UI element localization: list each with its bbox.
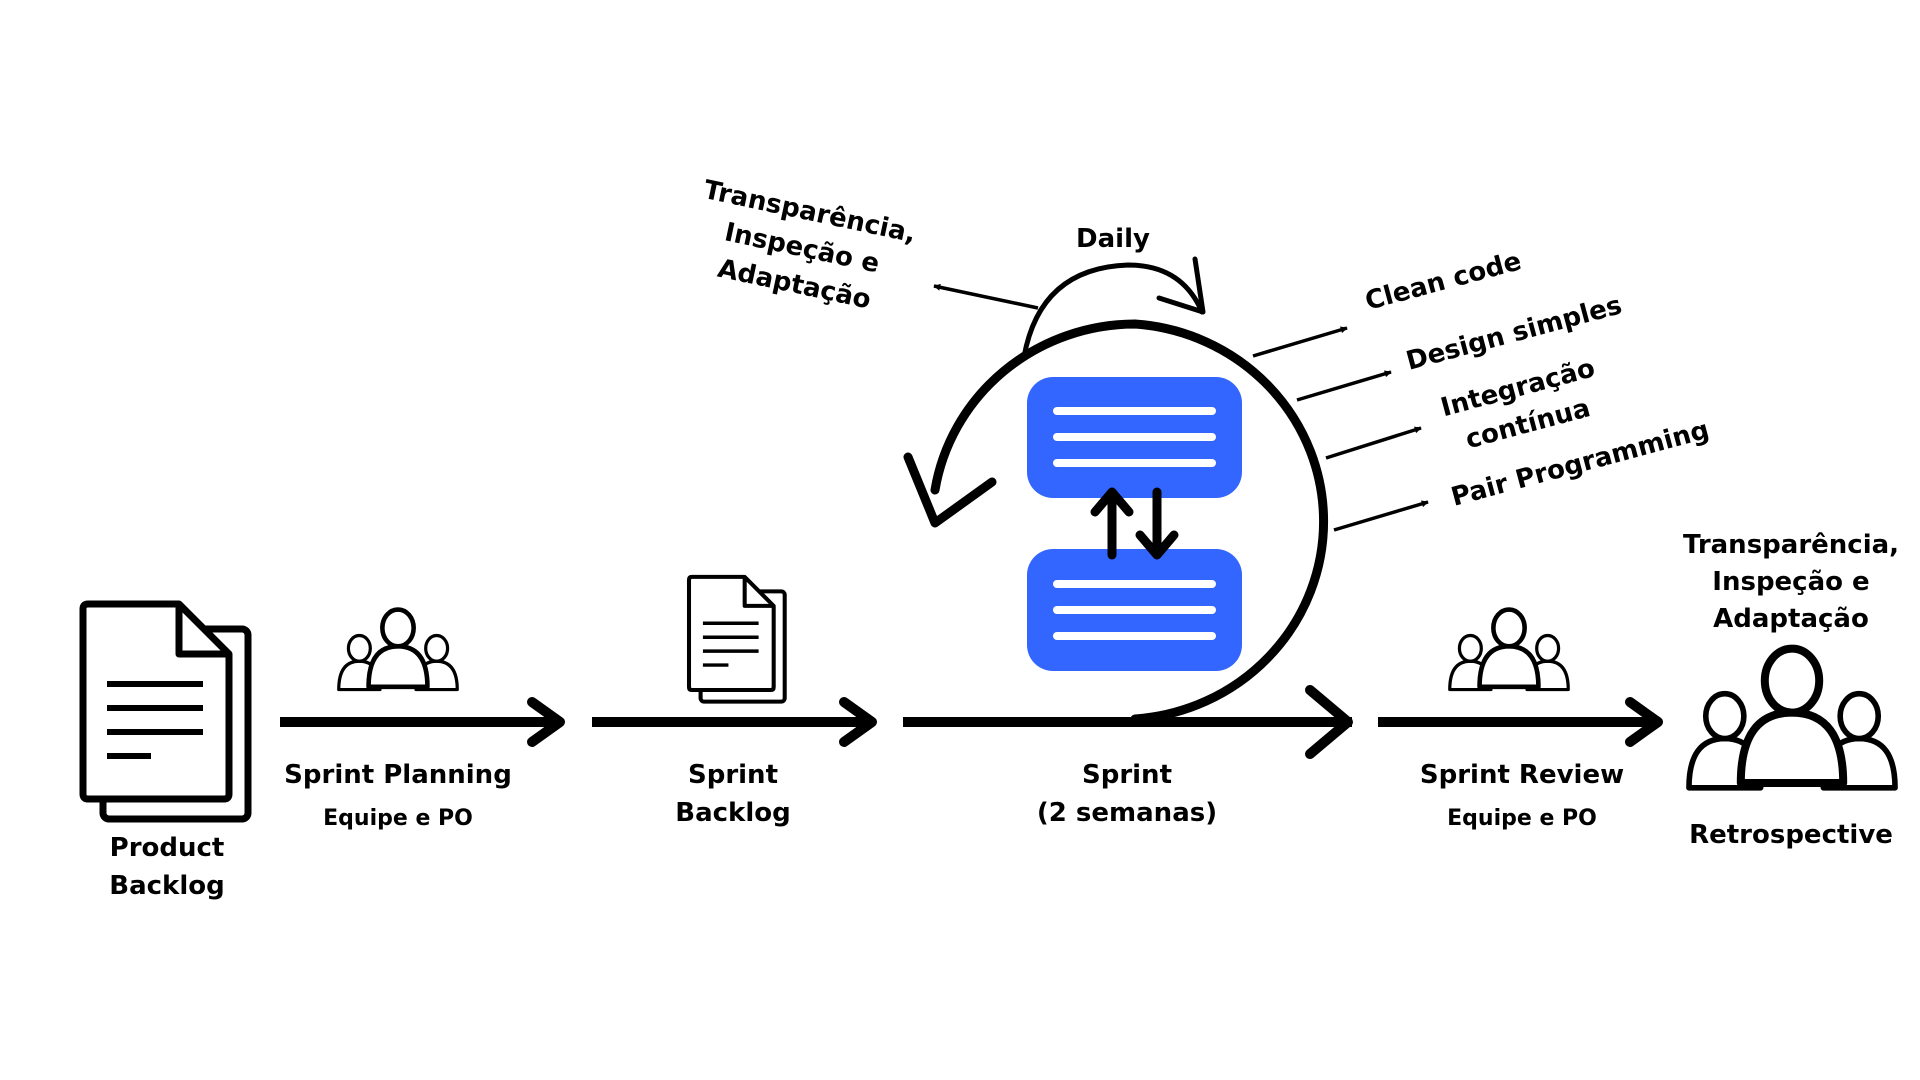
sprint-planning-node: Sprint Planning Equipe e PO xyxy=(284,610,512,831)
flow-arrow-4 xyxy=(1378,697,1663,747)
sprint-card-bottom xyxy=(1027,549,1242,671)
sprint-label-line2: (2 semanas) xyxy=(1037,798,1217,828)
sprint-review-title: Sprint Review xyxy=(1420,760,1624,790)
flow-arrow-2 xyxy=(592,697,877,747)
product-backlog-node: Product Backlog xyxy=(79,600,252,901)
swap-arrows-icon xyxy=(1090,487,1179,560)
sprint-backlog-node: Sprint Backlog xyxy=(675,574,791,828)
team-icon xyxy=(1448,610,1570,692)
team-icon xyxy=(337,610,459,692)
sprint-backlog-label-line2: Backlog xyxy=(675,798,790,828)
sprint-review-subtitle: Equipe e PO xyxy=(1447,806,1597,831)
document-stack-icon xyxy=(79,600,252,823)
sprint-label-line1: Sprint xyxy=(1082,760,1172,790)
sprint-review-node: Sprint Review Equipe e PO xyxy=(1420,610,1624,831)
daily-values-callout: Transparência, Inspeção e Adaptação xyxy=(701,175,1039,315)
retrospective-values-line3: Adaptação xyxy=(1713,604,1869,634)
sprint-planning-title: Sprint Planning xyxy=(284,760,512,790)
retrospective-node: Transparência, Inspeção e Adaptação Retr… xyxy=(1683,530,1899,850)
flow-arrow-3 xyxy=(903,685,1353,759)
practice-clean-code: Clean code xyxy=(1362,246,1525,316)
product-backlog-label-line1: Product xyxy=(110,833,225,863)
flow-arrow-1 xyxy=(280,697,565,747)
retrospective-values-line2: Inspeção e xyxy=(1712,567,1869,597)
sprint-planning-subtitle: Equipe e PO xyxy=(323,806,473,831)
daily-label: Daily xyxy=(1076,224,1150,254)
document-stack-icon xyxy=(686,574,787,704)
sprint-cycle-icon xyxy=(903,256,1329,724)
sprint-backlog-label-line1: Sprint xyxy=(688,760,778,790)
retrospective-title: Retrospective xyxy=(1689,820,1893,850)
retrospective-values-line1: Transparência, xyxy=(1683,530,1899,560)
team-icon xyxy=(1689,649,1895,788)
sprint-card-top xyxy=(1027,377,1242,498)
product-backlog-label-line2: Backlog xyxy=(109,871,224,901)
